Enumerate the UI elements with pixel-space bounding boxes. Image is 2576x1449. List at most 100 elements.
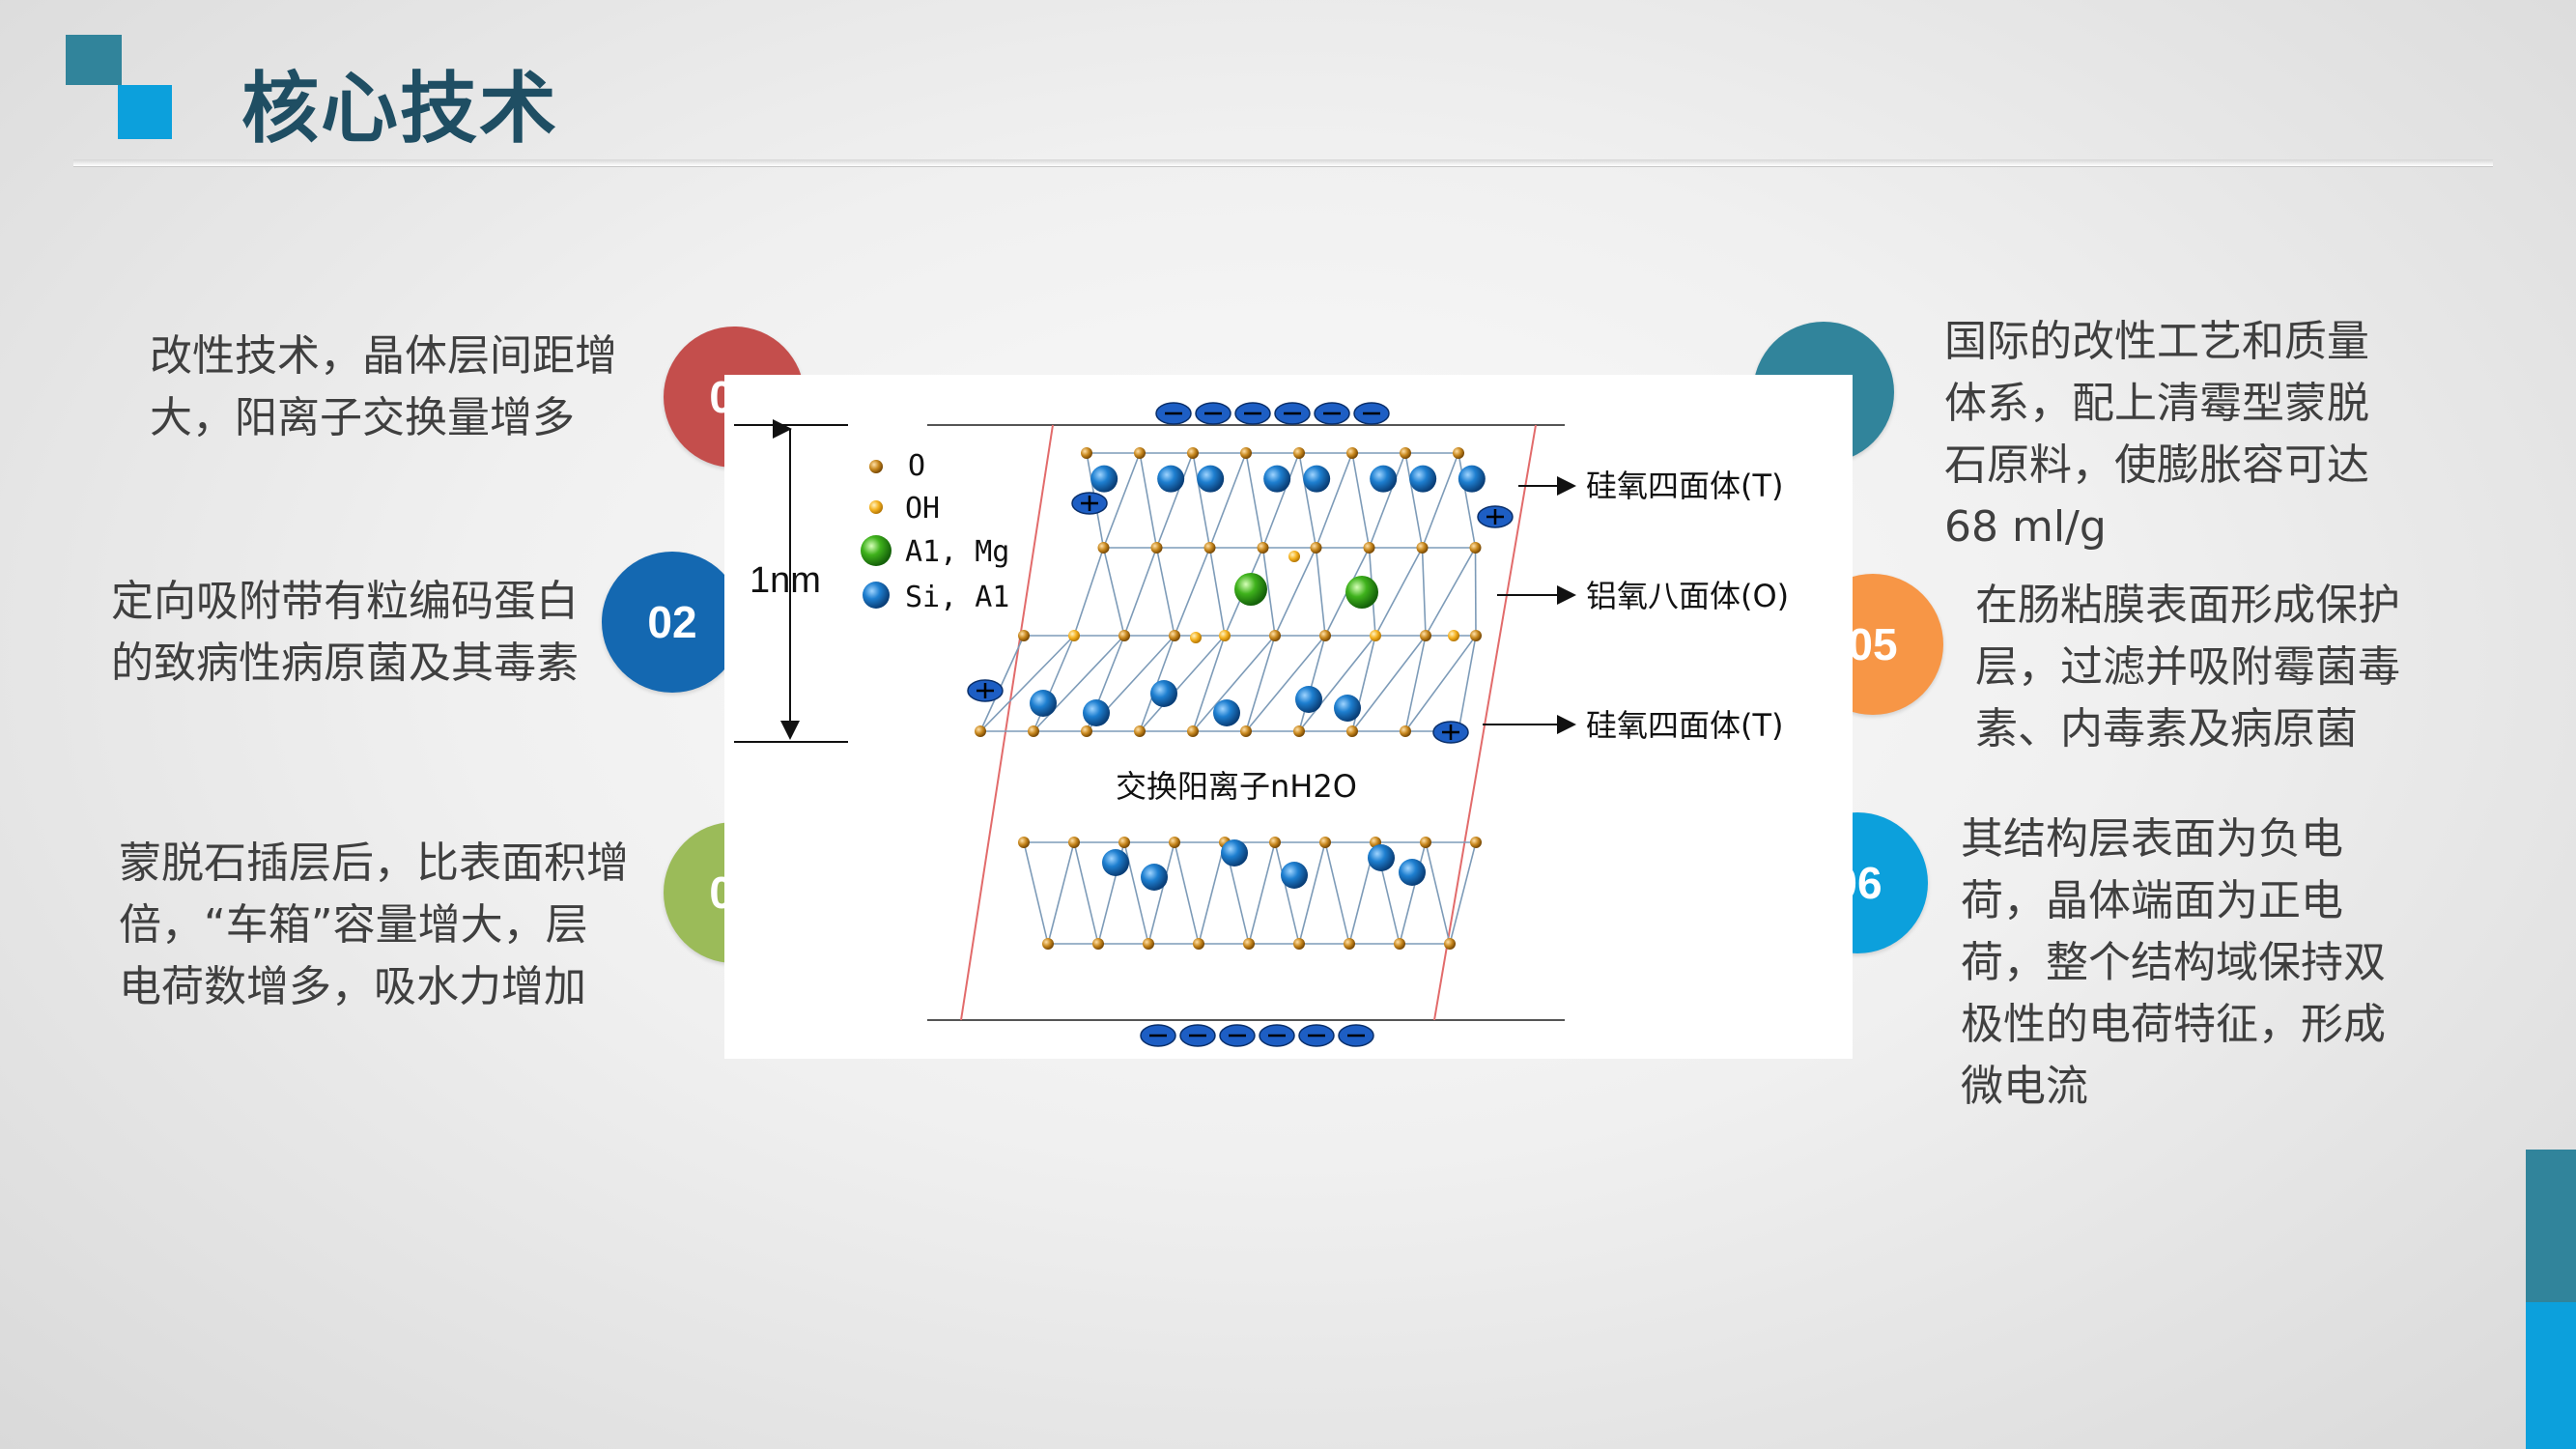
si-atom	[1213, 699, 1240, 726]
si-atom	[1263, 465, 1291, 493]
o-atom	[1257, 542, 1269, 554]
logo-square-light	[118, 85, 172, 139]
al-atom	[1345, 576, 1378, 609]
o-atom	[1081, 447, 1092, 459]
o-atom	[1240, 725, 1252, 737]
o-atom	[1420, 630, 1431, 641]
bond-line	[1421, 547, 1427, 637]
bond-line	[1245, 635, 1326, 732]
o-atom	[1169, 837, 1180, 848]
o-atom	[1187, 447, 1199, 459]
si-atom	[1458, 465, 1486, 493]
o-atom	[1118, 630, 1130, 641]
bond-line	[1274, 841, 1300, 945]
si-atom	[1221, 839, 1248, 867]
bond-line	[1351, 635, 1427, 732]
o-atom	[1293, 447, 1305, 459]
si-atom	[1281, 862, 1308, 889]
si-atom	[1370, 465, 1398, 493]
si-atom	[1334, 695, 1361, 722]
bond-line	[1261, 547, 1276, 637]
point-01-text: 改性技术，晶体层间距增 大，阳离子交换量增多	[150, 326, 617, 449]
point-06-line-5: 微电流	[1961, 1062, 2088, 1111]
bond-line	[1324, 841, 1350, 945]
legend-si-al-marker	[863, 582, 890, 609]
bond-line	[1033, 635, 1125, 732]
negative-charge-marker	[1234, 402, 1271, 425]
layer-label-t1: 硅氧四面体(T)	[1586, 468, 1784, 504]
o-atom	[1150, 542, 1163, 554]
o-atom	[1018, 837, 1030, 848]
bond-line	[1139, 635, 1226, 732]
oh-atom	[1190, 632, 1202, 643]
o-atom	[1293, 725, 1305, 737]
bond-line	[979, 635, 1075, 732]
o-atom	[1203, 542, 1216, 554]
oh-atom	[1219, 630, 1231, 641]
o-atom	[1400, 725, 1411, 737]
bond-line	[1155, 452, 1194, 549]
bond-line	[979, 635, 1025, 732]
o-atom	[1470, 837, 1482, 848]
o-atom	[1346, 447, 1358, 459]
bond-line	[1245, 635, 1276, 732]
si-atom	[1197, 465, 1225, 493]
edge-bar-light	[2526, 1302, 2576, 1449]
montmorillonite-structure-diagram: 1nm O OH A1, Mg Si, A1 硅氧四面体(T) 铝氧八面体(O)…	[724, 375, 1853, 1059]
o-atom	[1143, 938, 1154, 950]
bond-line	[1155, 547, 1175, 637]
bond-line	[1421, 452, 1459, 549]
bond-line	[1139, 452, 1158, 549]
point-01-line-2: 大，阳离子交换量增多	[150, 393, 575, 442]
positive-charge-marker	[1071, 492, 1108, 515]
point-03-line-1: 蒙脱石插层后，比表面积增	[119, 838, 629, 888]
o-atom	[1400, 447, 1411, 459]
point-03-text: 蒙脱石插层后，比表面积增 倍，“车箱”容量增大，层 电荷数增多，吸水力增加	[119, 833, 629, 1018]
point-06-line-2: 荷，晶体端面为正电	[1961, 876, 2343, 925]
point-04-line-1: 国际的改性工艺和质量	[1944, 317, 2369, 366]
o-atom	[1420, 837, 1431, 848]
o-atom	[1018, 630, 1030, 641]
oh-atom	[1068, 630, 1080, 641]
o-atom	[1469, 542, 1482, 554]
bond-line	[1033, 635, 1075, 732]
o-atom	[1097, 542, 1110, 554]
point-02-badge: 02	[602, 552, 743, 693]
o-atom	[1346, 725, 1358, 737]
o-atom	[975, 725, 986, 737]
si-atom	[1157, 465, 1185, 493]
bond-line	[1374, 547, 1424, 637]
crystal-structure-svg: 1nm O OH A1, Mg Si, A1 硅氧四面体(T) 铝氧八面体(O)…	[734, 402, 1789, 1047]
legend-o-label: O	[908, 449, 925, 483]
bond-line	[1315, 547, 1326, 637]
o-atom	[1068, 837, 1080, 848]
legend-al-mg-label: A1, Mg	[905, 535, 1009, 569]
legend-si-al-label: Si, A1	[905, 581, 1009, 614]
bond-line	[1192, 452, 1211, 549]
o-atom	[1240, 447, 1252, 459]
bond-line	[1368, 452, 1406, 549]
si-atom	[1090, 465, 1118, 493]
bond-line	[1245, 452, 1264, 549]
bond-line	[1192, 635, 1276, 732]
bond-line	[1315, 452, 1353, 549]
bond-line	[1102, 547, 1125, 637]
bond-line	[1208, 547, 1226, 637]
point-05-text: 在肠粘膜表面形成保护 层，过滤并吸附霉菌毒 素、内毒素及病原菌	[1975, 575, 2400, 760]
si-atom	[1141, 864, 1168, 891]
point-06-line-3: 荷，整个结构域保持双	[1961, 938, 2386, 987]
si-atom	[1030, 690, 1057, 717]
point-03-line-3: 电荷数增多，吸水力增加	[119, 962, 586, 1011]
legend-al-mg-marker	[861, 535, 892, 566]
bond-line	[1298, 452, 1317, 549]
point-05-line-1: 在肠粘膜表面形成保护	[1975, 581, 2400, 630]
point-04-text: 国际的改性工艺和质量 体系，配上清霉型蒙脱 石原料，使膨胀容可达 68 ml/g	[1944, 311, 2369, 558]
bond-network	[979, 452, 1477, 945]
point-06-text: 其结构层表面为负电 荷，晶体端面为正电 荷，整个结构域保持双 极性的电荷特征，形…	[1961, 809, 2386, 1118]
positive-charge-marker	[967, 679, 1004, 702]
bond-line	[1425, 547, 1477, 637]
si-atom	[1303, 465, 1331, 493]
positive-charge-marker	[1477, 505, 1514, 528]
o-atom	[1028, 725, 1039, 737]
o-atom	[1394, 938, 1405, 950]
